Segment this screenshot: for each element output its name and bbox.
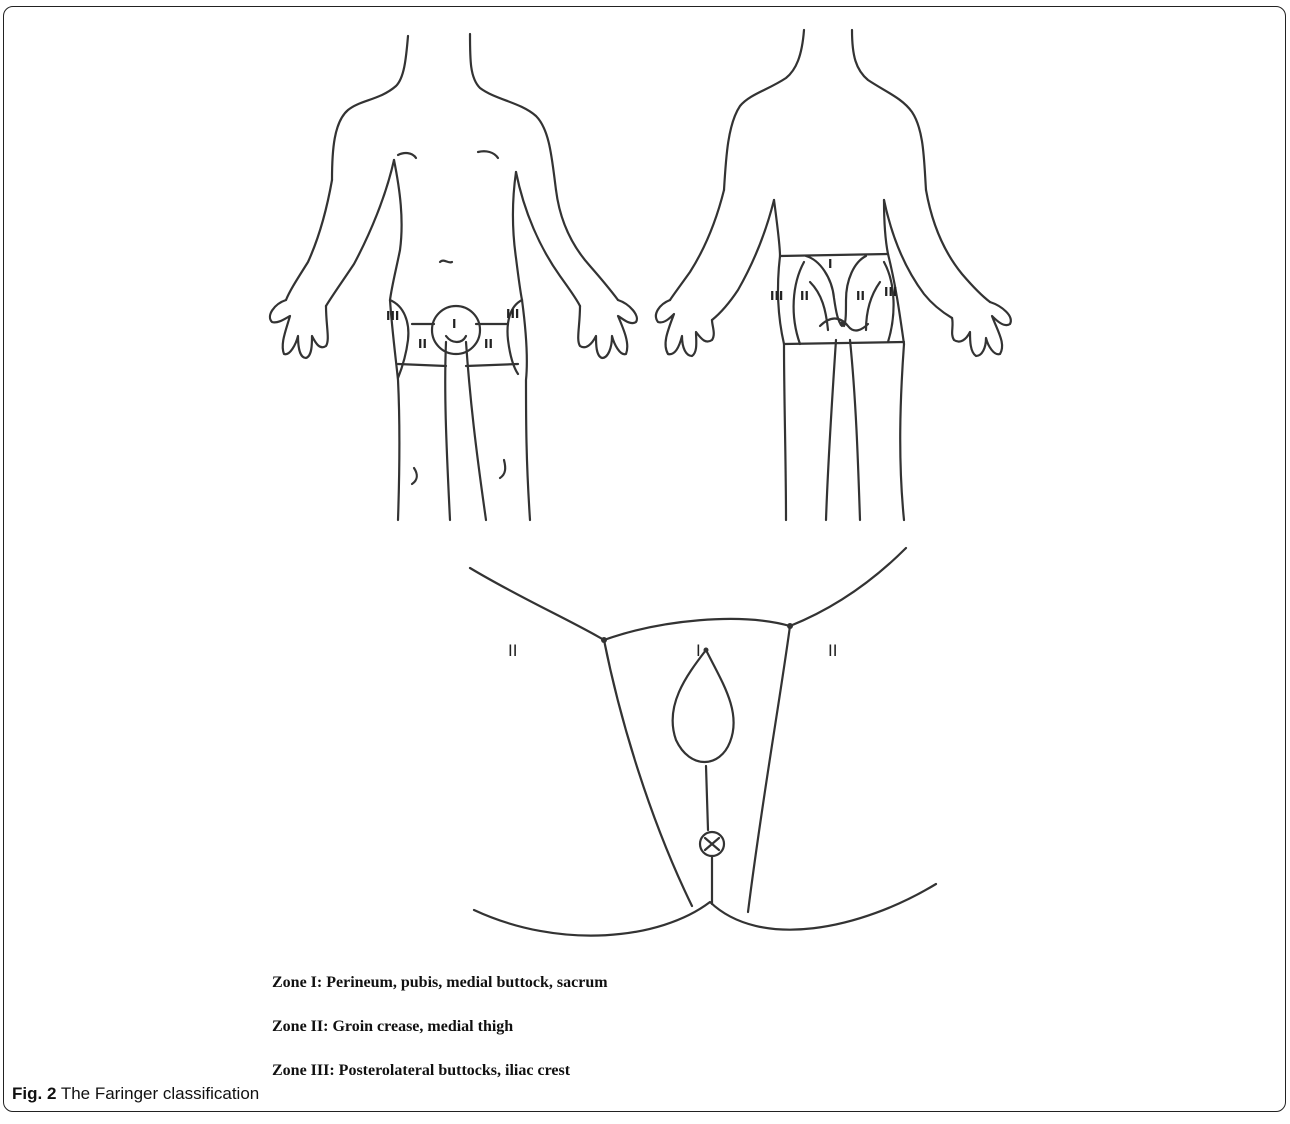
back-zones	[780, 254, 904, 344]
perineum-outline	[470, 548, 936, 936]
legend-zone-1: Zone I: Perineum, pubis, medial buttock,…	[272, 974, 608, 992]
zone-label-front-center: I	[452, 317, 456, 331]
zone-label-perineum-left: II	[508, 641, 517, 660]
zone-label-front-right-outer: III	[506, 307, 519, 321]
front-zones	[390, 300, 522, 378]
zone-label-front-left-inner: II	[418, 337, 427, 351]
zone-label-perineum-right: II	[828, 641, 837, 660]
legend-zone-3: Zone III: Posterolateral buttocks, iliac…	[272, 1062, 570, 1080]
front-zone-labels: III II I II III	[386, 307, 519, 351]
zone-label-front-left-outer: III	[386, 309, 399, 323]
front-body-outline	[270, 34, 637, 520]
figure-number: Fig. 2	[12, 1084, 56, 1103]
zone-label-back-left-outer: III	[770, 289, 783, 303]
zone-label-back-top: I	[828, 257, 832, 271]
figure-caption-text: The Faringer classification	[56, 1084, 259, 1103]
zone-label-perineum-center: I	[696, 641, 701, 660]
figure-caption: Fig. 2 The Faringer classification	[12, 1084, 259, 1104]
zone-label-back-right-inner: II	[856, 289, 865, 303]
legend-zone-2: Zone II: Groin crease, medial thigh	[272, 1018, 513, 1036]
joint-dots	[601, 322, 845, 653]
zone-label-back-right-outer: III	[884, 285, 897, 299]
zone-label-back-left-inner: II	[800, 289, 809, 303]
back-body-outline	[656, 30, 1011, 520]
zone-label-front-right-inner: II	[484, 337, 493, 351]
